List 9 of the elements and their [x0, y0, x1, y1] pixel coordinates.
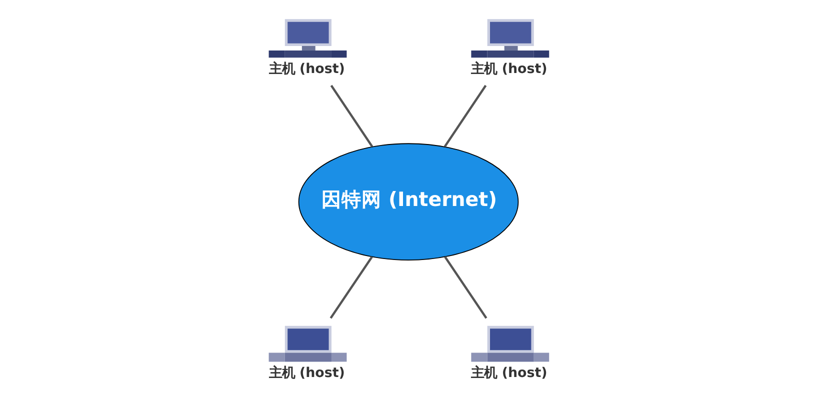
- node-label: 主机 (host): [268, 366, 345, 381]
- node-ellipse: 因特网 (Internet): [298, 143, 519, 260]
- connector: [330, 256, 373, 319]
- connector: [444, 256, 488, 319]
- node-label: 主机 (host): [471, 366, 548, 381]
- node-label: 主机 (host): [471, 62, 548, 77]
- node-label: 主机 (host): [268, 62, 345, 77]
- connector: [444, 84, 487, 148]
- connector: [330, 84, 374, 148]
